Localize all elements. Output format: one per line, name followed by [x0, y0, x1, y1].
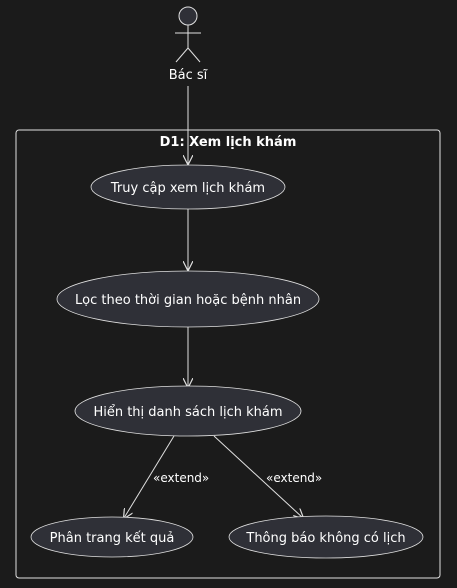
usecase-list: Hiển thị danh sách lịch khám — [74, 385, 302, 437]
extend-label-right: «extend» — [266, 471, 322, 485]
usecase-paging: Phân trang kết quả — [30, 516, 194, 558]
usecase-access-label: Truy cập xem lịch khám — [110, 181, 265, 196]
actor-leg-left — [175, 47, 189, 63]
usecase-paging-label: Phân trang kết quả — [50, 531, 175, 546]
actor-label: Bác sĩ — [169, 68, 208, 83]
system-boundary — [15, 129, 441, 579]
usecase-filter: Lọc theo thời gian hoặc bệnh nhân — [56, 270, 320, 328]
extend-label-left: «extend» — [153, 471, 209, 485]
usecase-access: Truy cập xem lịch khám — [90, 164, 286, 210]
actor-head — [178, 6, 198, 26]
actor-bac-si: Bác sĩ — [169, 6, 208, 83]
usecase-filter-label: Lọc theo thời gian hoặc bệnh nhân — [75, 293, 301, 308]
usecase-list-label: Hiển thị danh sách lịch khám — [93, 405, 282, 420]
actor-leg-right — [187, 47, 201, 63]
system-title: D1: Xem lịch khám — [160, 135, 297, 150]
usecase-empty: Thông báo không có lịch — [228, 515, 424, 559]
list-to-empty-extend — [213, 435, 303, 518]
usecase-empty-label: Thông báo không có lịch — [245, 531, 405, 546]
list-to-paging-extend — [124, 435, 175, 518]
